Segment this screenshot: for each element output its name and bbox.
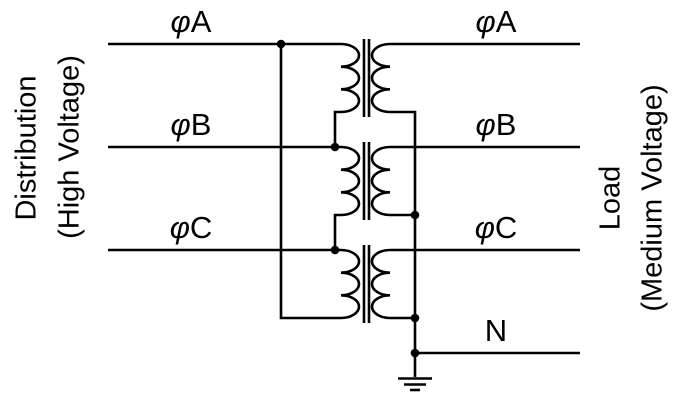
- mv-phase-c-label: φC: [475, 212, 518, 243]
- t3-primary-winding: [340, 248, 361, 320]
- phase-letter: B: [495, 107, 517, 142]
- hv-phase-a-label: φA: [171, 6, 212, 37]
- junction-dot-neutral-t3: [410, 313, 420, 323]
- left-side-label-line2: (High Voltage): [53, 55, 86, 239]
- t1-secondary-winding: [370, 42, 391, 114]
- left-side-label-line1: Distribution: [10, 75, 43, 221]
- junction-dot-phase-c: [330, 245, 340, 255]
- phi-symbol: φ: [169, 210, 190, 245]
- hv-phase-c-label: φC: [170, 212, 213, 243]
- phi-symbol: φ: [475, 107, 496, 142]
- phase-letter: N: [484, 313, 508, 348]
- phase-letter: B: [190, 107, 212, 142]
- hv-phase-b-label: φB: [171, 109, 212, 140]
- transformer-3: [340, 245, 391, 323]
- phi-symbol: φ: [475, 4, 496, 39]
- t3-secondary-winding: [370, 248, 391, 320]
- junction-dot-neutral-t2: [410, 210, 420, 220]
- neutral-bus-wire: [390, 110, 417, 377]
- t1-primary-winding: [340, 42, 361, 114]
- right-side-label-line2: (Medium Voltage): [636, 84, 669, 312]
- phase-letter: A: [190, 4, 212, 39]
- ground-symbol: [398, 377, 432, 392]
- mv-neutral-label: N: [485, 315, 507, 346]
- phase-letter: A: [495, 4, 517, 39]
- right-side-label-line1: Load: [594, 165, 627, 231]
- transformer-1: [340, 39, 391, 117]
- junction-dot-neutral-line: [410, 348, 420, 358]
- junction-dot-phase-a: [276, 39, 286, 49]
- phase-letter: C: [494, 210, 518, 245]
- t2-secondary-winding: [370, 145, 391, 217]
- t2-primary-bottom-lead: [333, 213, 341, 250]
- delta-return-wire: [279, 44, 341, 320]
- transformer-2: [340, 142, 391, 220]
- junction-dot-phase-b: [330, 142, 340, 152]
- mv-phase-b-label: φB: [476, 109, 517, 140]
- phi-symbol: φ: [170, 107, 191, 142]
- phase-letter: C: [189, 210, 213, 245]
- phi-symbol: φ: [474, 210, 495, 245]
- phi-symbol: φ: [170, 4, 191, 39]
- mv-phase-a-label: φA: [476, 6, 517, 37]
- t2-primary-winding: [340, 145, 361, 217]
- t1-primary-bottom-lead: [333, 110, 341, 147]
